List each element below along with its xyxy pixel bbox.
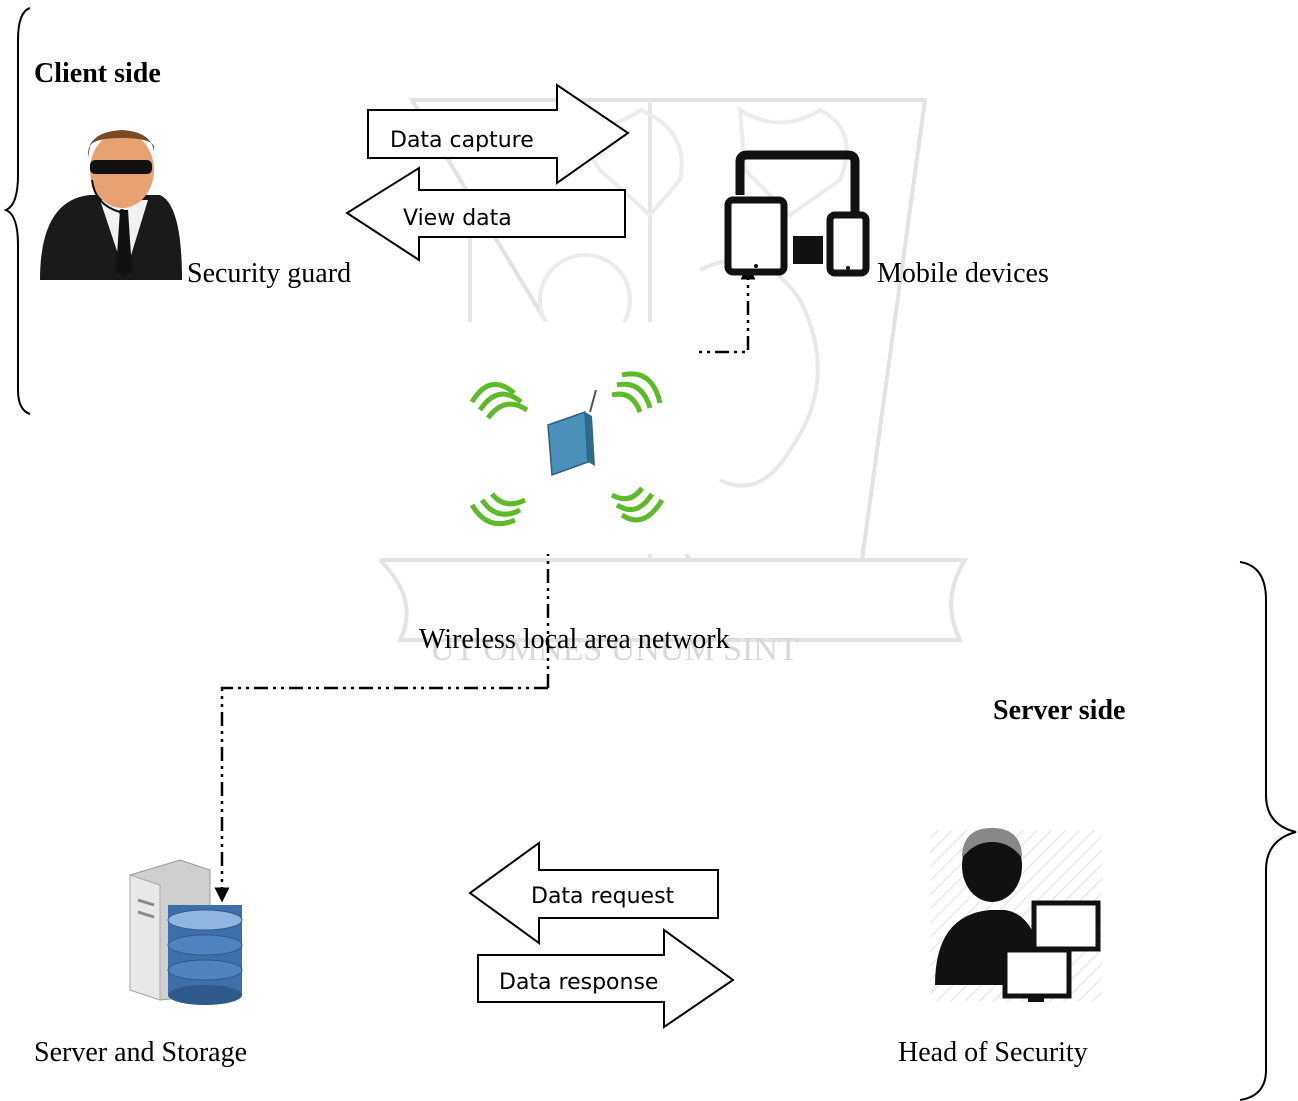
security-guard-label: Security guard [187, 258, 352, 289]
view-data-arrow [345, 166, 626, 262]
server-storage-label: Server and Storage [34, 1037, 248, 1068]
data-request-arrow [468, 841, 719, 945]
data-request-label: Data request [531, 884, 675, 909]
mobile-devices-label: Mobile devices [877, 258, 1049, 289]
data-response-arrow [477, 928, 735, 1029]
data-response-label: Data response [499, 970, 659, 995]
head-of-security-label: Head of Security [898, 1037, 1088, 1068]
client-side-title: Client side [34, 58, 161, 89]
server-side-title: Server side [993, 695, 1126, 726]
view-data-label: View data [403, 206, 512, 228]
data-capture-arrow [367, 83, 630, 185]
data-capture-label: Data capture [390, 128, 534, 153]
crest-motto: UT OMNES UNUM SINT [430, 631, 799, 668]
wlan-label: Wireless local area network [419, 624, 730, 655]
